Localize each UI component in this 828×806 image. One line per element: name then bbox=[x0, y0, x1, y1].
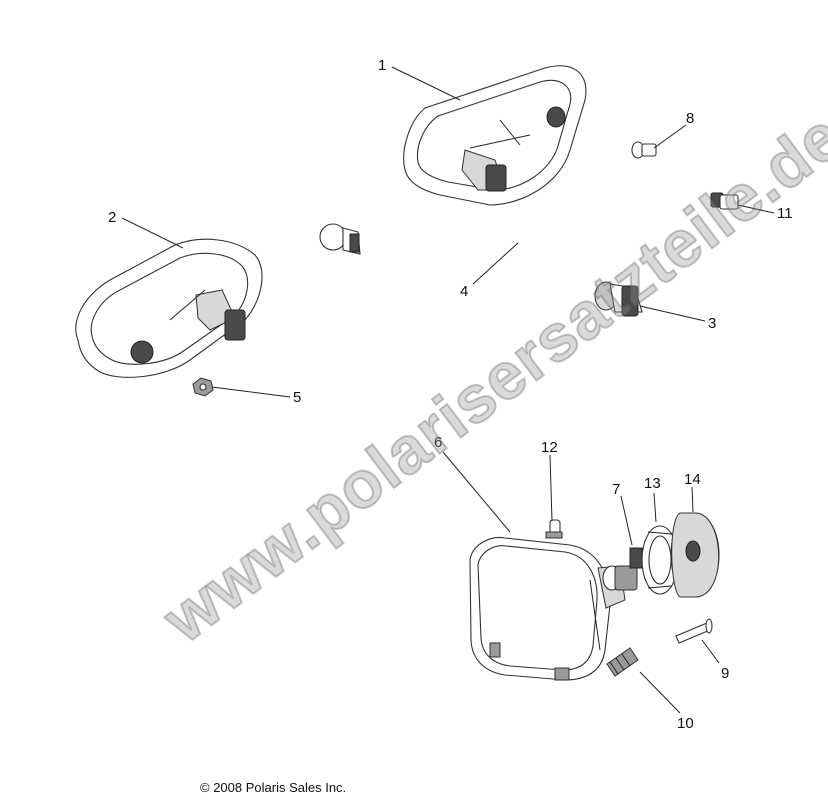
small-socket-11 bbox=[710, 192, 739, 210]
pin-9 bbox=[675, 618, 713, 644]
callout-7: 7 bbox=[612, 481, 620, 498]
callout-2: 2 bbox=[108, 209, 116, 226]
callout-4: 4 bbox=[460, 283, 468, 300]
callout-12: 12 bbox=[541, 439, 558, 456]
callout-14: 14 bbox=[684, 471, 701, 488]
retainer-ring-13 bbox=[641, 525, 679, 595]
callout-8: 8 bbox=[686, 110, 694, 127]
leader-lines bbox=[121, 66, 775, 714]
dust-cap-14 bbox=[670, 512, 720, 598]
bulb-socket-3 bbox=[594, 281, 643, 317]
taillight-housing-2 bbox=[75, 238, 263, 378]
headlight-bulb-7 bbox=[602, 547, 643, 591]
callout-5: 5 bbox=[293, 389, 301, 406]
small-bulb-8 bbox=[631, 141, 657, 159]
callout-13: 13 bbox=[644, 475, 661, 492]
callout-6: 6 bbox=[434, 434, 442, 451]
copyright-notice: © 2008 Polaris Sales Inc. bbox=[200, 780, 347, 795]
callout-11: 11 bbox=[777, 205, 793, 222]
callout-9: 9 bbox=[721, 665, 729, 682]
spring-10 bbox=[606, 647, 639, 677]
callout-10: 10 bbox=[677, 715, 694, 732]
bulb-4 bbox=[319, 223, 361, 255]
callout-labels: 1 2 3 4 5 6 7 8 9 10 11 12 13 14 bbox=[108, 57, 793, 732]
bulb-12 bbox=[545, 519, 563, 539]
taillight-housing-1 bbox=[403, 65, 587, 206]
nut-5 bbox=[192, 377, 214, 397]
callout-3: 3 bbox=[708, 315, 716, 332]
headlight-housing-6 bbox=[469, 536, 626, 681]
callout-1: 1 bbox=[378, 57, 386, 74]
